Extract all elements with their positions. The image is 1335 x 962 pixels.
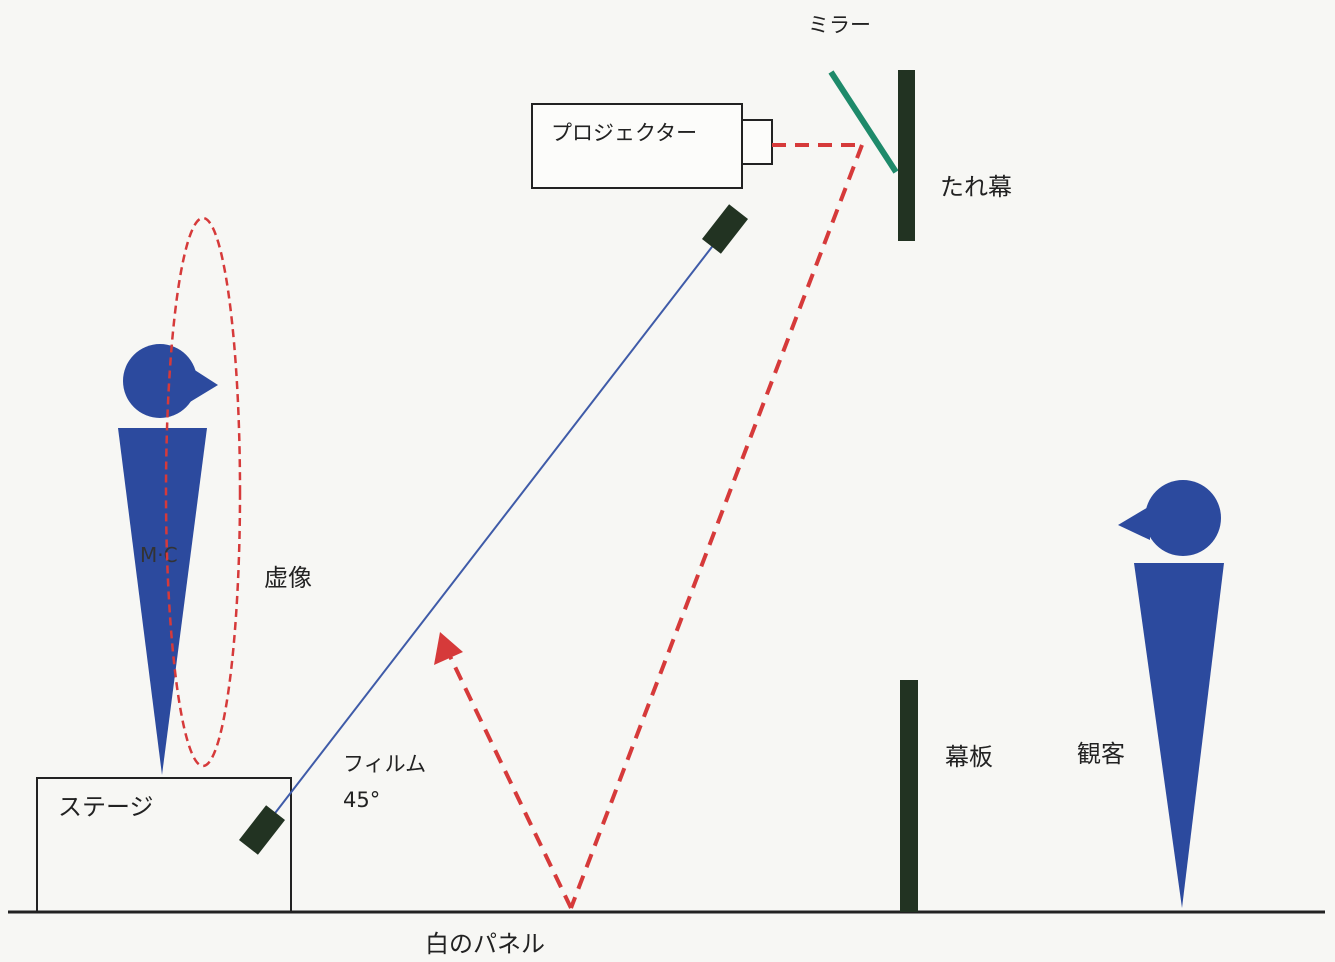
- light-path-mirror-to-panel: [569, 144, 864, 909]
- audience-head: [1145, 480, 1221, 556]
- stage-box: [36, 777, 292, 913]
- mirror: [828, 70, 899, 174]
- screen-board: [900, 680, 918, 912]
- light-path-arrowhead: [434, 632, 463, 665]
- audience-body: [1134, 563, 1224, 908]
- hanging-curtain: [898, 70, 915, 241]
- stage-label: ステージ: [58, 793, 154, 821]
- audience-figure: [1118, 480, 1224, 908]
- mc-label: M·C: [140, 543, 178, 567]
- mc-head: [123, 344, 197, 418]
- curtain-label: たれ幕: [940, 173, 1012, 201]
- light-path: [444, 143, 864, 909]
- film-line: [261, 229, 726, 831]
- film-clamp-bottom: [238, 805, 286, 855]
- audience-label: 観客: [1077, 740, 1125, 768]
- audience-nose: [1118, 506, 1150, 540]
- film-clamp-top: [701, 204, 749, 254]
- light-path-panel-reflection: [444, 647, 573, 909]
- screen-board-label: 幕板: [945, 743, 993, 771]
- mc-body: [118, 428, 207, 775]
- film-label: フィルム: [343, 752, 426, 776]
- mc-nose: [190, 367, 218, 402]
- virtual-image-ellipse: [164, 216, 242, 768]
- projector-body: [531, 103, 743, 189]
- virtual-image-label: 虚像: [264, 564, 312, 592]
- projector: プロジェクター: [531, 103, 773, 189]
- mc-figure: M·C: [118, 344, 218, 775]
- projector-lens: [741, 119, 773, 165]
- projector-label: プロジェクター: [551, 121, 697, 145]
- panel-label: 白のパネル: [425, 930, 545, 958]
- film-angle-label: 45°: [343, 788, 380, 812]
- mirror-label: ミラー: [808, 13, 871, 37]
